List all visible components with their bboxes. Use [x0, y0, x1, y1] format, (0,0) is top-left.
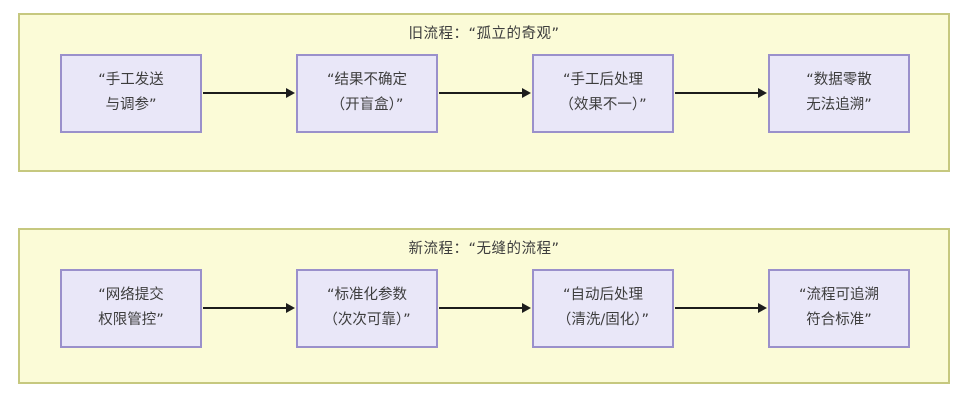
arrow-shaft	[203, 307, 286, 310]
new-process-flow-row: “网络提交 权限管控” “标准化参数 （次次可靠）” “自动后处理 （清洗/固化…	[60, 269, 910, 348]
node-text-line: “标准化参数	[326, 287, 407, 303]
node-text-line: （效果不一）”	[559, 97, 647, 114]
arrow-head	[758, 88, 767, 99]
flow-node-scattered-data: “数据零散 无法追溯”	[768, 54, 910, 133]
flow-node-traceable-process: “流程可追溯 符合标准”	[768, 269, 910, 348]
node-text-line: （开盲盒）”	[330, 97, 404, 114]
arrow-right-icon	[675, 88, 767, 99]
arrow-shaft	[675, 92, 758, 95]
arrow-right-icon	[439, 88, 531, 99]
arrow-shaft	[203, 92, 286, 95]
node-text-line: “自动后处理	[562, 287, 643, 303]
arrow-right-icon	[203, 303, 295, 314]
node-text-line: 无法追溯”	[806, 97, 872, 114]
new-process-section: 新流程：“无缝的流程” “网络提交 权限管控” “标准化参数 （次次可靠）” “…	[18, 228, 950, 384]
arrow-shaft	[439, 307, 522, 310]
arrow-right-icon	[203, 88, 295, 99]
arrow-head	[758, 303, 767, 314]
flow-node-manual-send: “手工发送 与调参”	[60, 54, 202, 133]
node-text-line: “手工后处理	[562, 72, 643, 88]
arrow-shaft	[439, 92, 522, 95]
arrow-head	[286, 303, 295, 314]
arrow-head	[522, 303, 531, 314]
node-text-line: （清洗/固化）”	[556, 312, 650, 329]
node-text-line: （次次可靠）”	[323, 312, 411, 329]
new-process-title: 新流程：“无缝的流程”	[408, 241, 560, 257]
node-text-line: “数据零散	[806, 72, 872, 88]
node-text-line: “网络提交	[98, 287, 164, 303]
flow-node-auto-postprocess: “自动后处理 （清洗/固化）”	[532, 269, 674, 348]
node-text-line: 与调参”	[105, 97, 157, 114]
node-text-line: 权限管控”	[98, 312, 164, 329]
arrow-right-icon	[439, 303, 531, 314]
old-process-flow-row: “手工发送 与调参” “结果不确定 （开盲盒）” “手工后处理 （效果不一）”	[60, 54, 910, 133]
old-process-section: 旧流程：“孤立的奇观” “手工发送 与调参” “结果不确定 （开盲盒）” “手工…	[18, 13, 950, 172]
flow-node-uncertain-result: “结果不确定 （开盲盒）”	[296, 54, 438, 133]
flow-node-manual-postprocess: “手工后处理 （效果不一）”	[532, 54, 674, 133]
flow-node-network-submit: “网络提交 权限管控”	[60, 269, 202, 348]
node-text-line: “手工发送	[98, 72, 164, 88]
node-text-line: “流程可追溯	[798, 287, 879, 303]
old-process-title: 旧流程：“孤立的奇观”	[408, 26, 560, 42]
node-text-line: 符合标准”	[806, 312, 872, 329]
node-text-line: “结果不确定	[326, 72, 407, 88]
arrow-right-icon	[675, 303, 767, 314]
arrow-head	[286, 88, 295, 99]
flow-node-standardized-params: “标准化参数 （次次可靠）”	[296, 269, 438, 348]
arrow-head	[522, 88, 531, 99]
arrow-shaft	[675, 307, 758, 310]
